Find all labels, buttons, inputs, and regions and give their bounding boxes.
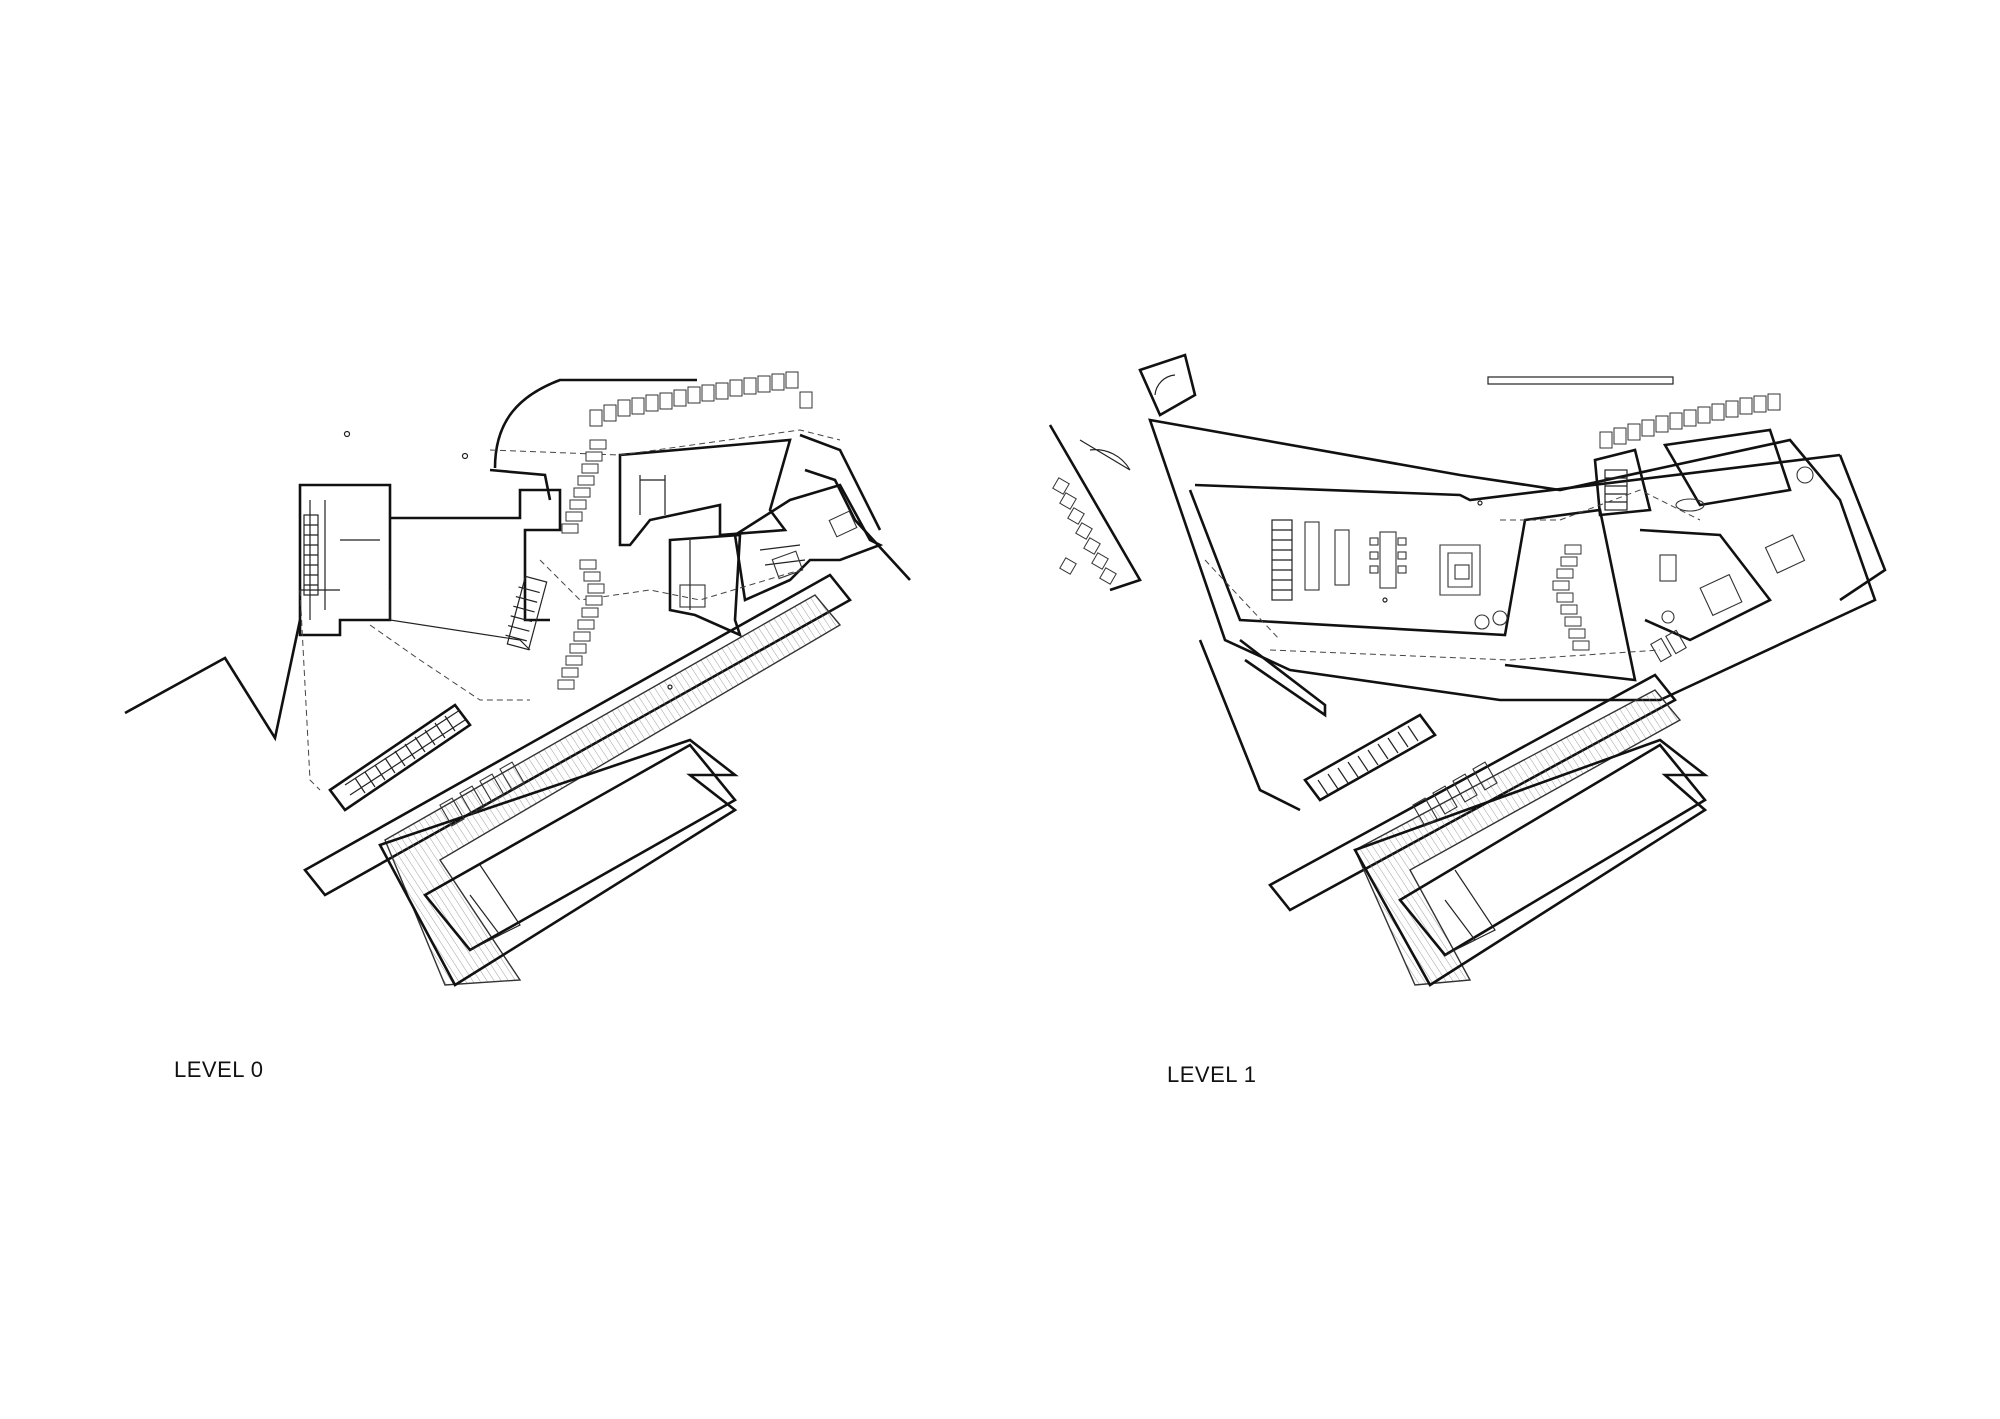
stepping-stones-vertical bbox=[1552, 544, 1590, 651]
terrace-loungers bbox=[1650, 629, 1687, 663]
east-bedroom-block bbox=[733, 483, 884, 602]
decking bbox=[1354, 689, 1682, 986]
deck-platform bbox=[303, 573, 852, 897]
sun-loungers bbox=[1412, 761, 1498, 827]
bed bbox=[771, 550, 804, 580]
level-1-plan bbox=[1048, 353, 1887, 987]
west-wall bbox=[1048, 424, 1142, 592]
stair-lower bbox=[328, 703, 472, 812]
stair-north bbox=[1604, 469, 1628, 511]
dining-chairs bbox=[1369, 537, 1407, 574]
bedroom-block bbox=[668, 533, 743, 638]
entry-curve-wall bbox=[493, 378, 697, 469]
column bbox=[343, 430, 351, 438]
terrain-line bbox=[124, 619, 302, 742]
sofa bbox=[1439, 544, 1481, 596]
level-0-plan bbox=[124, 371, 911, 987]
bed bbox=[679, 584, 706, 608]
entry-tower bbox=[1138, 353, 1197, 417]
service-block bbox=[298, 483, 392, 637]
stepping-stones-north bbox=[1599, 393, 1781, 449]
stepping-stones-vertical bbox=[557, 439, 607, 690]
stair-service bbox=[303, 514, 319, 596]
bed bbox=[1764, 534, 1806, 574]
stair-lower bbox=[1303, 713, 1437, 802]
sun-loungers bbox=[439, 761, 525, 827]
kitchen-island bbox=[1334, 529, 1350, 586]
stair-courtyard bbox=[505, 575, 548, 651]
stepping-stones-north bbox=[589, 371, 813, 427]
level-0-label: LEVEL 0 bbox=[174, 1057, 264, 1082]
column bbox=[667, 684, 673, 690]
planters-west bbox=[1052, 477, 1117, 585]
dining-table bbox=[1379, 531, 1397, 589]
courtyard-wall bbox=[390, 488, 562, 622]
column bbox=[1382, 597, 1388, 603]
column bbox=[461, 452, 469, 460]
kitchen-counter bbox=[1304, 521, 1320, 591]
coffee-table bbox=[1454, 564, 1470, 580]
scale-bar bbox=[1487, 376, 1674, 385]
living-block bbox=[1148, 418, 1877, 702]
pool bbox=[1353, 738, 1709, 987]
bed bbox=[828, 510, 858, 538]
level-1-label: LEVEL 1 bbox=[1167, 1062, 1257, 1087]
plant bbox=[1796, 466, 1814, 484]
retaining-wall-west bbox=[1198, 639, 1301, 812]
armchair bbox=[1492, 610, 1508, 626]
decking bbox=[384, 594, 842, 986]
bed bbox=[1699, 573, 1743, 617]
column bbox=[1477, 500, 1483, 506]
armchair bbox=[1474, 614, 1490, 630]
rooms-block-north bbox=[618, 438, 792, 547]
stair-living bbox=[1271, 519, 1293, 601]
bathtub bbox=[1675, 498, 1705, 512]
deck-platform bbox=[1268, 673, 1677, 912]
pool bbox=[378, 738, 739, 987]
